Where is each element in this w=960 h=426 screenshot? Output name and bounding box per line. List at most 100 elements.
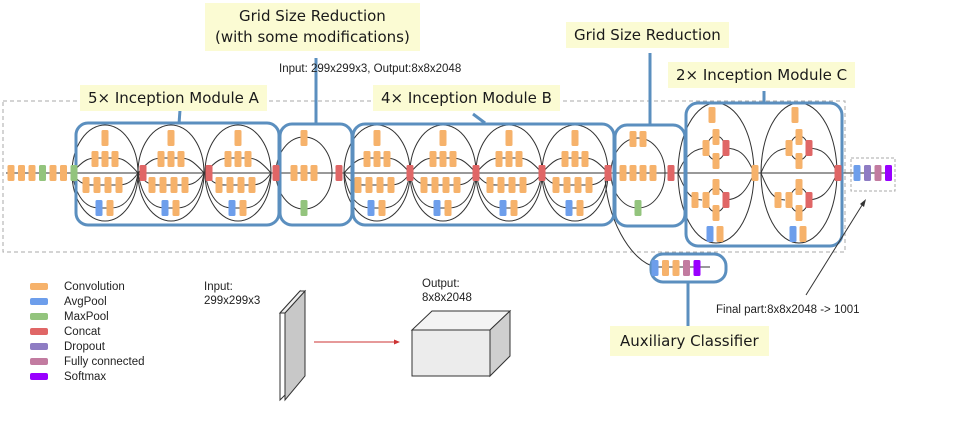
callout-auxiliary-classifier: Auxiliary Classifier bbox=[610, 326, 769, 356]
edge bbox=[541, 172, 609, 209]
grid-reduction-2-conv bbox=[649, 165, 657, 181]
output-label: Output: 8x8x2048 bbox=[422, 277, 472, 305]
module-a-2-conv bbox=[172, 200, 180, 216]
output-label-line2: 8x8x2048 bbox=[422, 292, 472, 304]
module-b-1-conv bbox=[365, 177, 373, 193]
module-a-1-conv bbox=[91, 151, 99, 167]
module-a-1-conv bbox=[115, 177, 123, 193]
module-a-concat-2 bbox=[205, 165, 213, 181]
input-label-line2: 299x299x3 bbox=[204, 295, 261, 307]
module-b-concat-2 bbox=[472, 165, 480, 181]
stem-layer-conv bbox=[49, 165, 57, 181]
module-b-2-conv bbox=[453, 177, 461, 193]
module-a-2-conv bbox=[159, 177, 167, 193]
module-c-1-avgpool bbox=[706, 226, 714, 242]
legend-swatch-concat bbox=[30, 328, 48, 335]
module-a-2-conv bbox=[177, 151, 185, 167]
aux-layer-avg bbox=[651, 260, 659, 276]
output-label-line1: Output: bbox=[422, 278, 460, 290]
edge bbox=[71, 172, 139, 209]
module-a-1-conv bbox=[111, 151, 119, 167]
aux-layer-fc bbox=[683, 260, 690, 276]
final-part-arrow bbox=[805, 199, 866, 296]
module-b-4-conv bbox=[561, 151, 569, 167]
module-c-2-conv bbox=[799, 226, 807, 242]
auxiliary-classifier-box bbox=[649, 252, 728, 284]
callout-line-module-a bbox=[177, 109, 182, 125]
legend-label: MaxPool bbox=[64, 310, 109, 323]
legend-swatch-fully-connected bbox=[30, 358, 48, 365]
module-c-box bbox=[684, 101, 844, 248]
module-b-4-conv bbox=[574, 177, 582, 193]
legend-item-dropout: Dropout bbox=[30, 339, 145, 354]
callout-line-module-b bbox=[472, 112, 486, 125]
layers-layer bbox=[7, 107, 892, 276]
module-a-1-conv bbox=[82, 177, 90, 193]
callout-module-b: 4× Inception Module B bbox=[373, 85, 560, 111]
module-b-concat-3 bbox=[538, 165, 546, 181]
edge bbox=[604, 172, 657, 268]
module-b-4-conv bbox=[552, 177, 560, 193]
module-c-1-concat bbox=[722, 140, 730, 156]
module-c-1-conv bbox=[716, 226, 724, 242]
module-b-3-conv bbox=[508, 177, 516, 193]
grid-reduction-1-conv bbox=[310, 165, 318, 181]
grid-reduction-2-maxpool bbox=[634, 200, 642, 216]
module-b-2-avgpool bbox=[433, 200, 441, 216]
legend-item-fully-connected: Fully connected bbox=[30, 354, 145, 369]
module-b-2-conv bbox=[431, 177, 439, 193]
module-b-2-conv bbox=[449, 151, 457, 167]
input-label-line1: Input: bbox=[204, 281, 233, 293]
module-b-1-conv bbox=[354, 177, 362, 193]
stem-layer-max bbox=[39, 165, 46, 181]
module-b-4-conv bbox=[581, 151, 589, 167]
grid-reduction-2-conv bbox=[629, 131, 637, 147]
module-b-2-conv bbox=[442, 177, 450, 193]
module-c-1-conv bbox=[712, 153, 720, 169]
module-a-concat-1 bbox=[139, 165, 147, 181]
module-b-1-conv bbox=[383, 151, 391, 167]
edge bbox=[409, 172, 477, 209]
module-a-2-conv bbox=[148, 177, 156, 193]
module-a-1-conv bbox=[104, 177, 112, 193]
module-b-3-conv bbox=[505, 151, 513, 167]
module-b-3-conv bbox=[519, 177, 527, 193]
grid-reduction-1-conv bbox=[300, 165, 308, 181]
head-layer-drop bbox=[864, 165, 871, 181]
module-a-2-conv bbox=[157, 151, 165, 167]
module-b-2-conv bbox=[439, 130, 447, 146]
module-a-3-conv bbox=[248, 177, 256, 193]
module-a-1-conv bbox=[101, 151, 109, 167]
module-b-1-conv bbox=[363, 151, 371, 167]
legend-item-convolution: Convolution bbox=[30, 279, 145, 294]
module-b-4-conv bbox=[576, 200, 584, 216]
grid-reduction-2-conv bbox=[619, 165, 627, 181]
module-a-3-conv bbox=[226, 177, 234, 193]
head-layer-avg bbox=[853, 165, 861, 181]
io-summary: Input: 299x299x3, Output:8x8x2048 bbox=[279, 63, 462, 75]
legend-swatch-avgpool bbox=[30, 298, 48, 305]
head-layer-soft bbox=[885, 165, 892, 181]
module-c-2-conv bbox=[774, 192, 782, 208]
module-b-2-conv bbox=[444, 200, 452, 216]
module-b-3-avgpool bbox=[499, 200, 507, 216]
legend-item-maxpool: MaxPool bbox=[30, 309, 145, 324]
edge bbox=[475, 172, 543, 209]
grid-reduction-2-conv bbox=[629, 165, 637, 181]
module-a-3-avgpool bbox=[228, 200, 236, 216]
stem-layer-max bbox=[70, 165, 78, 181]
callout-grid-reduction-1-line1: Grid Size Reduction bbox=[239, 7, 386, 25]
legend-swatch-softmax bbox=[30, 373, 48, 380]
edge bbox=[677, 172, 703, 201]
module-b-1-conv bbox=[378, 200, 386, 216]
legend-label: Dropout bbox=[64, 340, 105, 353]
module-c-2-conv bbox=[785, 192, 793, 208]
callout-grid-reduction-1: Grid Size Reduction (with some modificat… bbox=[205, 3, 420, 51]
callout-lines bbox=[177, 53, 766, 328]
module-a-3-conv bbox=[239, 200, 247, 216]
module-a-1-conv bbox=[93, 177, 101, 193]
stem-layer-conv bbox=[60, 165, 67, 181]
grid-reduction-1-conv bbox=[290, 165, 298, 181]
callout-module-a: 5× Inception Module A bbox=[80, 85, 267, 111]
stem-layer-conv bbox=[18, 165, 25, 181]
